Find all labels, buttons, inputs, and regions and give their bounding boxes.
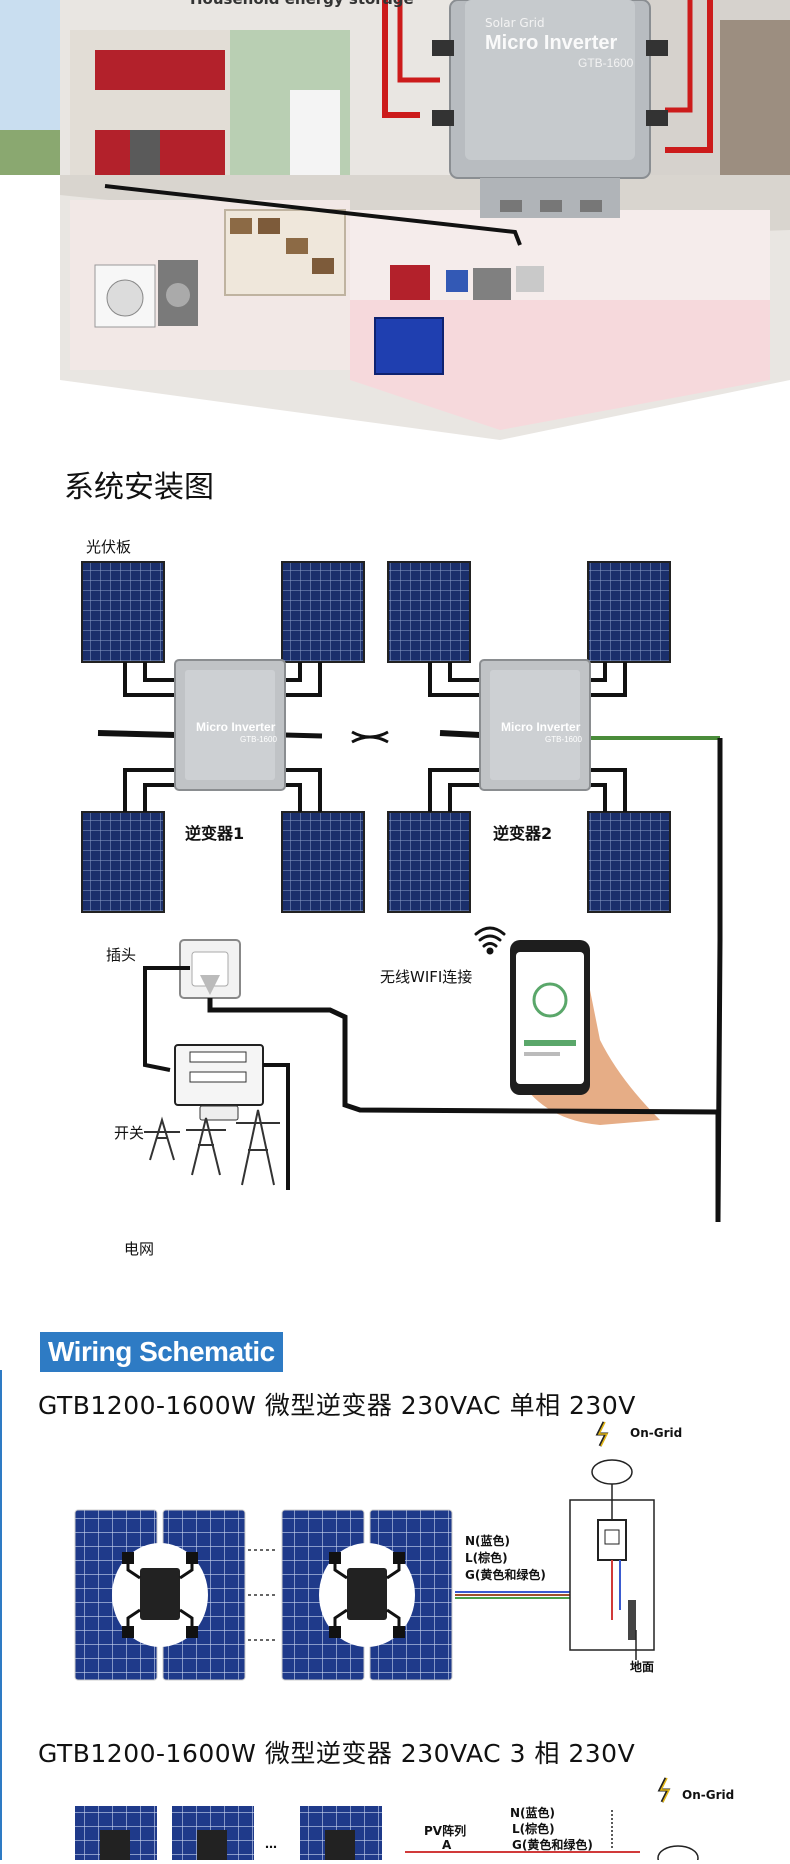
panel-6 (281, 811, 365, 913)
tp-meter (657, 1845, 699, 1864)
inverter-2-model: GTB-1600 (545, 735, 582, 744)
label-panel: 光伏板 (86, 538, 132, 556)
install-svg (81, 561, 723, 1222)
three-phase-title: GTB1200-1600W 微型逆变器 230VAC 3 相 230V (38, 1739, 636, 1768)
label-plug: 插头 (106, 946, 137, 964)
sp-inverter-2 (347, 1568, 387, 1620)
three-phase-svg (75, 1777, 699, 1864)
single-phase-title: GTB1200-1600W 微型逆变器 230VAC 单相 230V (38, 1391, 636, 1420)
sp-wire-n: N(蓝色) (465, 1534, 511, 1548)
panel-7 (387, 811, 471, 913)
house-banner-text: Household energy storage (190, 0, 414, 8)
tp-on-grid: On-Grid (682, 1788, 735, 1802)
sp-inverter-1 (140, 1568, 180, 1620)
panel-3 (387, 561, 471, 663)
sp-wire-l: L(棕色) (465, 1551, 508, 1565)
install-diagram (0, 520, 790, 1260)
house-illustration (0, 0, 790, 440)
three-phase-diagram (0, 1770, 790, 1864)
inverter-1-model: GTB-1600 (240, 735, 277, 744)
tp-pv-array: PV阵列 (424, 1824, 467, 1838)
sp-on-grid: On-Grid (630, 1426, 683, 1440)
wifi-icon (474, 926, 506, 955)
label-switch: 开关 (114, 1124, 145, 1142)
house-svg (0, 0, 790, 440)
sp-ground: 地面 (630, 1660, 655, 1674)
sp-meter (591, 1459, 633, 1485)
panel-5 (81, 811, 165, 913)
tp-pv-a: A (442, 1838, 452, 1852)
label-grid: 电网 (124, 1240, 155, 1258)
house-device-name: Micro Inverter (485, 32, 618, 54)
label-inverter-1: 逆变器1 (185, 824, 245, 843)
panel-1 (81, 561, 165, 663)
panel-2 (281, 561, 365, 663)
install-title: 系统安装图 (64, 470, 214, 505)
label-inverter-2: 逆变器2 (493, 824, 553, 843)
house-device-model: GTB-1600 (578, 56, 634, 70)
left-border-line (0, 1370, 2, 1860)
inverter-2-name: Micro Inverter (501, 720, 581, 734)
inverter-1-name: Micro Inverter (196, 720, 276, 734)
panel-4 (587, 561, 671, 663)
panel-8 (587, 811, 671, 913)
sp-wire-g: G(黄色和绿色) (465, 1568, 546, 1582)
power-towers-icon (144, 1109, 280, 1186)
wiring-banner: Wiring Schematic (40, 1332, 283, 1372)
single-phase-svg (74, 1421, 655, 1681)
house-device-brand: Solar Grid (485, 16, 545, 30)
label-wifi: 无线WIFI连接 (380, 968, 473, 986)
tp-wire-l: L(棕色) (512, 1822, 555, 1836)
tp-wire-g: G(黄色和绿色) (512, 1838, 593, 1852)
tp-dots: ⋯ (265, 1840, 277, 1854)
tp-wire-n: N(蓝色) (510, 1806, 556, 1820)
single-phase-diagram (0, 1420, 790, 1690)
